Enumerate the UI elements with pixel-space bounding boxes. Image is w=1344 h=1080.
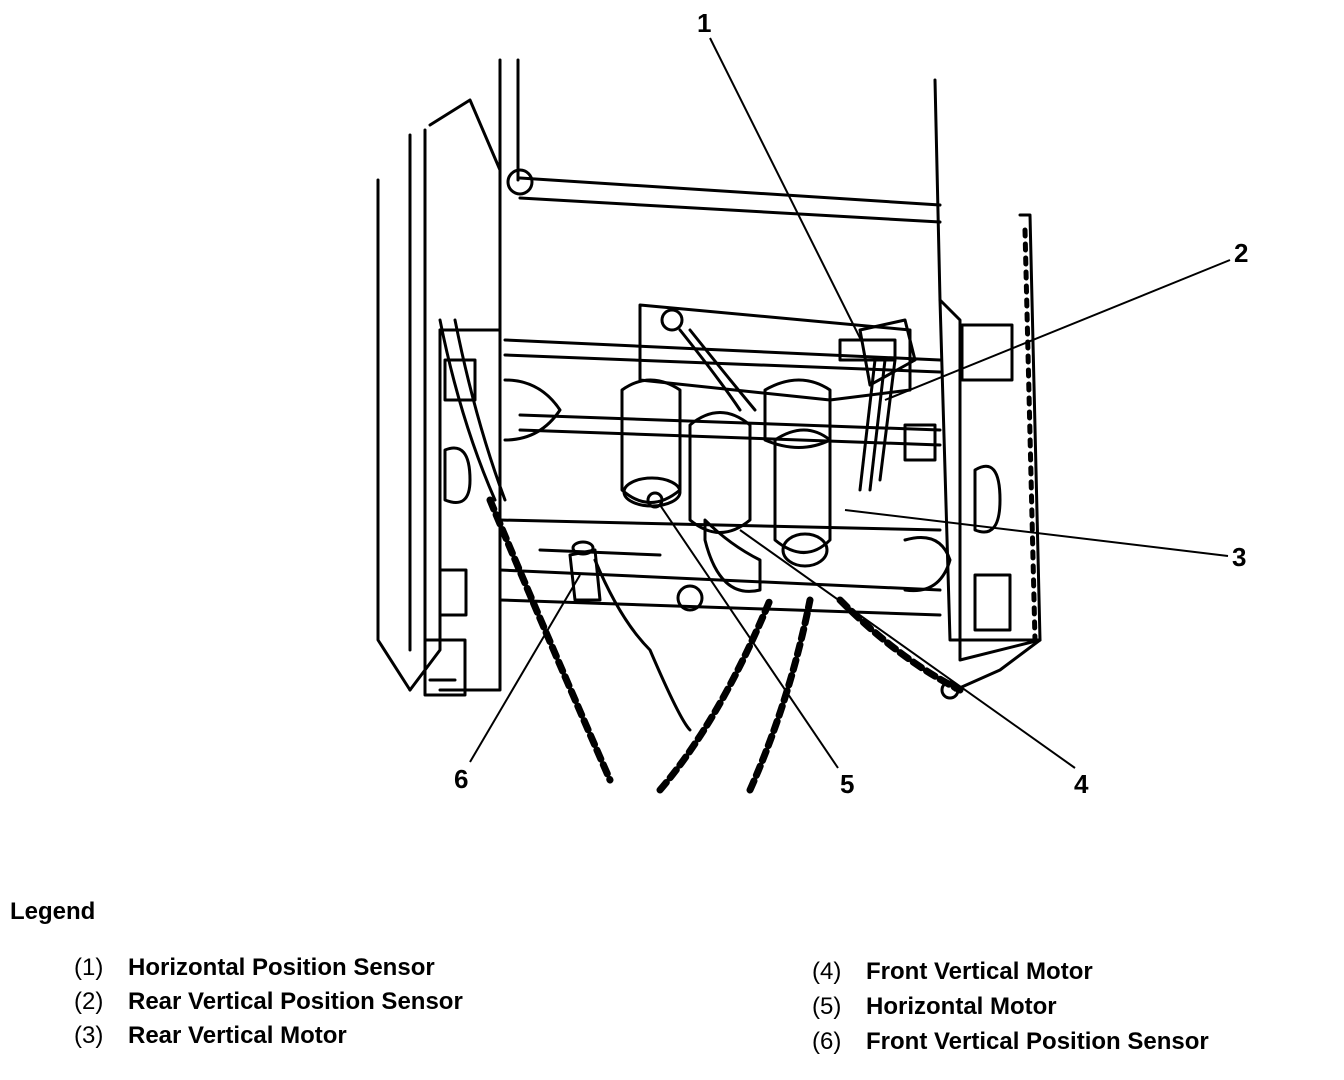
track-bolt — [940, 680, 960, 700]
seat-adjuster-diagram: 1 2 3 4 5 6 — [376, 8, 1248, 799]
legend-number: (6) — [812, 1028, 842, 1055]
front-vertical-position-sensor-body — [568, 540, 602, 602]
legend-label: Rear Vertical Position Sensor — [128, 988, 463, 1015]
legend-number: (5) — [812, 993, 842, 1020]
front-vertical-motor-body — [688, 411, 762, 593]
wire-harness — [438, 318, 964, 794]
legend-label: Rear Vertical Motor — [128, 1022, 347, 1049]
callout-5: 5 — [840, 769, 854, 799]
callout-2: 2 — [1234, 238, 1248, 268]
horizontal-motor-body — [620, 378, 682, 509]
legend-label: Front Vertical Position Sensor — [866, 1028, 1209, 1055]
legend-item-2: (2) Rear Vertical Position Sensor — [74, 988, 463, 1016]
legend-number: (2) — [74, 988, 104, 1015]
rear-vertical-motor-body — [763, 378, 832, 568]
legend-item-6: (6) Front Vertical Position Sensor — [812, 1028, 1209, 1056]
right-seat-track — [933, 78, 1042, 692]
legend-label: Horizontal Position Sensor — [128, 954, 435, 981]
legend-item-1: (1) Horizontal Position Sensor — [74, 954, 435, 982]
legend-label: Horizontal Motor — [866, 993, 1057, 1020]
callout-3: 3 — [1232, 542, 1246, 572]
legend-item-5: (5) Horizontal Motor — [812, 993, 1057, 1021]
legend-number: (1) — [74, 954, 104, 981]
legend-number: (3) — [74, 1022, 104, 1049]
callout-1: 1 — [697, 8, 711, 38]
legend-item-3: (3) Rear Vertical Motor — [74, 1022, 347, 1050]
legend-number: (4) — [812, 958, 842, 985]
callout-4: 4 — [1074, 769, 1089, 799]
leader-lines — [469, 37, 1231, 769]
legend-item-4: (4) Front Vertical Motor — [812, 958, 1093, 986]
pivot-bolt — [676, 584, 704, 612]
legend-title: Legend — [10, 898, 96, 925]
left-seat-track — [376, 58, 520, 697]
callout-6: 6 — [454, 764, 468, 794]
legend-label: Front Vertical Motor — [866, 958, 1093, 985]
